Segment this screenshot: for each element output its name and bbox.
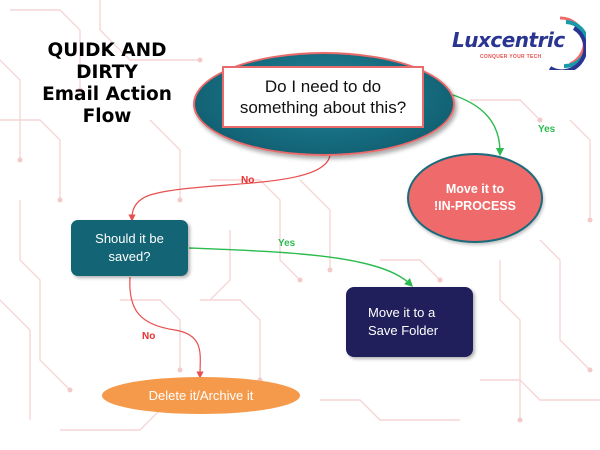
node-text-line: Move it to a xyxy=(368,305,436,320)
action-node-move-inprocess: Move it to !IN-PROCESS xyxy=(407,153,543,243)
edge-decision-to-saved xyxy=(128,154,331,222)
edge-label-yes: Yes xyxy=(538,124,556,135)
page-title: QUIDK AND DIRTY Email Action Flow xyxy=(22,40,192,128)
edge-label-yes: Yes xyxy=(278,238,296,249)
logo-tagline: CONQUER YOUR TECH xyxy=(480,54,542,60)
node-text-line: Move it to xyxy=(445,182,505,196)
node-text-line: Save Folder xyxy=(368,323,439,338)
logo-swoosh-icon xyxy=(548,16,586,70)
edge-decision-to-inprocess xyxy=(449,93,505,157)
decision-node-do-something: Do I need to do something about this? xyxy=(222,66,424,128)
title-line: Flow xyxy=(82,106,132,127)
action-node-save-folder: Move it to a Save Folder xyxy=(346,287,473,357)
title-line: DIRTY xyxy=(76,62,138,83)
title-line: QUIDK AND xyxy=(47,40,167,61)
edge-saved-to-delete xyxy=(129,276,204,379)
node-text: Delete it/Archive it xyxy=(148,388,254,403)
edge-label-no: No xyxy=(142,331,156,342)
node-text-line: Do I need to do xyxy=(264,77,382,96)
action-node-delete-archive: Delete it/Archive it xyxy=(102,377,300,414)
node-text-line: something about this? xyxy=(239,98,407,117)
edge-label-no: No xyxy=(241,175,255,186)
node-text-line: !IN-PROCESS xyxy=(434,199,516,213)
luxcentric-logo: Luxcentric CONQUER YOUR TECH xyxy=(446,14,586,70)
logo-name: Luxcentric xyxy=(452,28,565,52)
node-text-line: saved? xyxy=(108,249,151,264)
decision-node-should-save: Should it be saved? xyxy=(71,220,188,276)
node-text-line: Should it be xyxy=(95,231,164,246)
title-line: Email Action xyxy=(42,84,172,105)
edge-saved-to-savefolder xyxy=(188,247,414,287)
